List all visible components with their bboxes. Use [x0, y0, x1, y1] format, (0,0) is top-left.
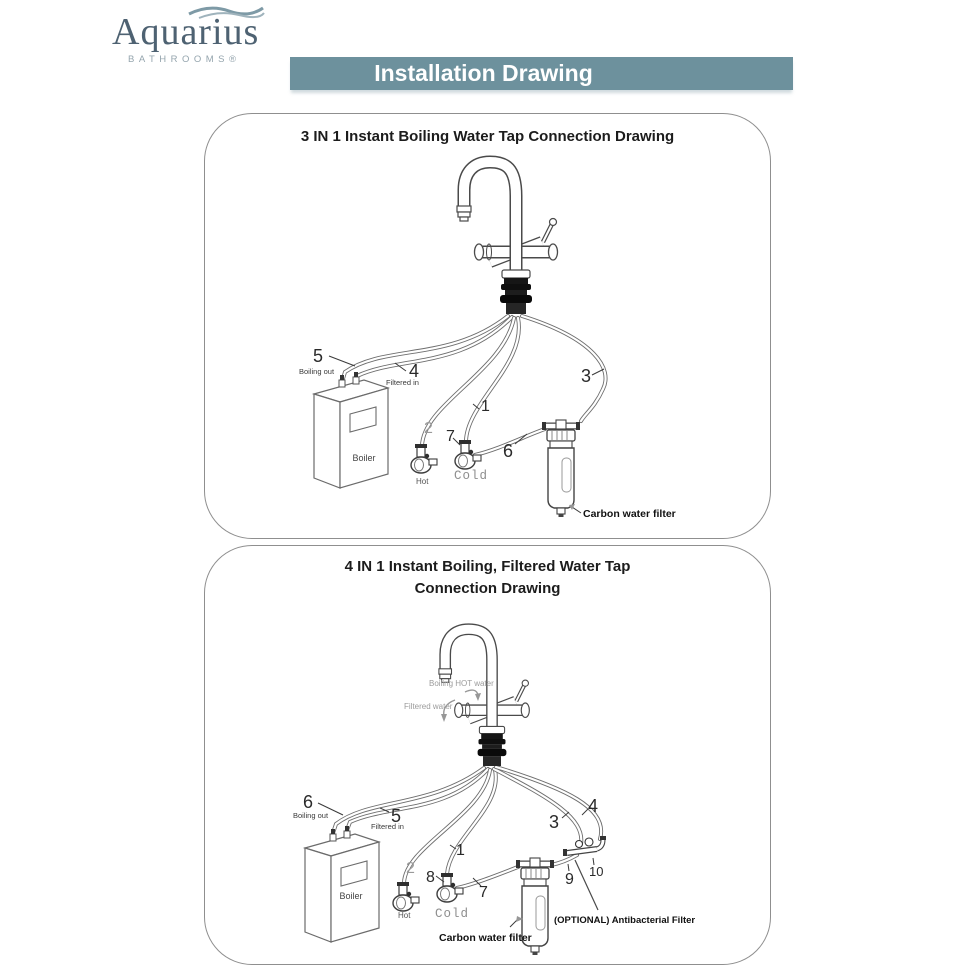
callout-4: 4 [588, 796, 598, 816]
callout-3: 3 [581, 366, 591, 386]
callout-2: 2 [406, 860, 415, 877]
callout-numbers-4in1: 6 5 2 1 8 7 3 4 9 10 [303, 792, 603, 901]
hoses-3in1 [340, 314, 608, 457]
diagram-4in1-title-line2: Connection Drawing [414, 580, 561, 597]
callout-numbers-3in1: 5 4 3 1 2 7 6 [313, 346, 591, 461]
faucet-4in1 [439, 629, 529, 766]
callout-5: 5 [391, 806, 401, 826]
callout-7: 7 [479, 884, 488, 901]
antibacterial-filter-label: (OPTIONAL) Antibacterial Filter [554, 915, 695, 926]
hoses-4in1 [331, 765, 604, 890]
banner: Installation Drawing [290, 57, 793, 90]
boiling-out-label: Boiling out [299, 367, 335, 376]
diagram-4in1-title-line1: 4 IN 1 Instant Boiling, Filtered Water T… [344, 558, 631, 575]
hot-valve-4in1 [392, 881, 420, 912]
hot-label: Hot [416, 477, 429, 486]
carbon-filter-label: Carbon water filter [583, 508, 676, 520]
callout-9: 9 [565, 871, 574, 888]
boiling-out-label: Boiling out [293, 811, 329, 820]
callout-1: 1 [456, 842, 465, 859]
cold-valve-4in1 [436, 872, 464, 903]
text-labels-3in1: Boiling out Filtered in Boiler Hot Cold … [299, 367, 676, 520]
boiling-hot-water-label: Boiling HOT water [429, 679, 494, 688]
cold-label: Cold [435, 907, 469, 921]
hot-label: Hot [398, 911, 411, 920]
callout-4: 4 [409, 361, 419, 381]
rotation-arrows-4in1 [441, 689, 481, 722]
boiler-label: Boiler [352, 453, 375, 463]
filtered-in-label: Filtered in [371, 822, 404, 831]
boiler-label: Boiler [339, 891, 362, 901]
callout-6: 6 [503, 441, 513, 461]
callout-7: 7 [446, 428, 455, 445]
leader-lines-3in1 [328, 355, 605, 514]
boiler-4in1 [304, 825, 380, 943]
filtered-water-label: Filtered water [404, 702, 453, 711]
callout-10: 10 [589, 864, 603, 879]
leader-lines-4in1 [317, 802, 599, 928]
diagram-3in1-title: 3 IN 1 Instant Boiling Water Tap Connect… [300, 128, 675, 145]
brand-logo: Aquarius BATHROOMS® [112, 2, 302, 72]
carbon-filter-label: Carbon water filter [439, 932, 532, 944]
text-labels-4in1: Boiling HOT water Filtered water Boiling… [293, 679, 695, 944]
faucet-3in1 [457, 162, 558, 314]
filtered-in-label: Filtered in [386, 378, 419, 387]
cold-label: Cold [454, 469, 488, 483]
callout-5: 5 [313, 346, 323, 366]
banner-title: Installation Drawing [374, 60, 593, 86]
boiler-3in1 [313, 371, 389, 489]
callout-2: 2 [424, 420, 433, 437]
callout-8: 8 [426, 869, 435, 886]
callout-6: 6 [303, 792, 313, 812]
carbon-filter-3in1 [542, 420, 580, 517]
wave-icon [188, 6, 265, 19]
hot-valve-3in1 [410, 443, 438, 474]
brand-tagline: BATHROOMS® [128, 54, 241, 65]
diagram-4in1-panel: 4 IN 1 Instant Boiling, Filtered Water T… [204, 545, 771, 965]
callout-3: 3 [549, 812, 559, 832]
diagram-3in1-panel: 3 IN 1 Instant Boiling Water Tap Connect… [204, 113, 771, 539]
brand-name: Aquarius [112, 11, 260, 53]
callout-1: 1 [481, 398, 490, 415]
